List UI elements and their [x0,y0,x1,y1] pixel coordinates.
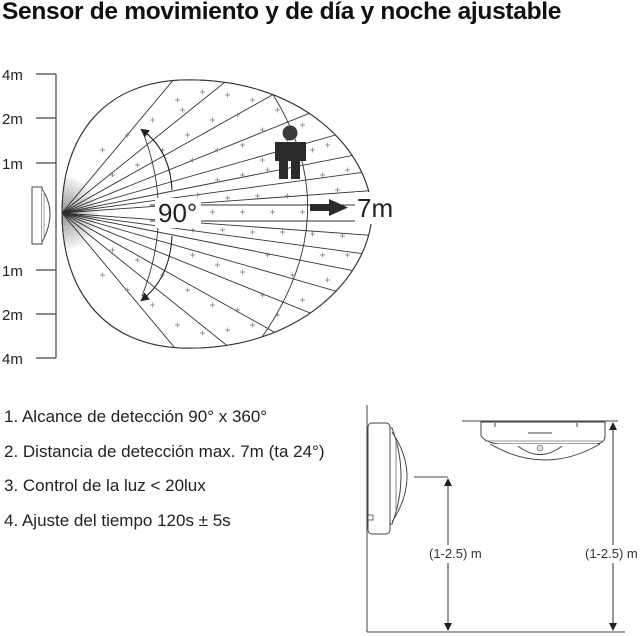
spec-item-detection-range: 1. Alcance de detección 90° x 360° [4,407,268,426]
angle-label: 90° [158,198,197,228]
detection-zone [61,79,373,349]
spec-list: 1. Alcance de detección 90° x 360° 2. Di… [4,400,325,538]
scale-label-1m-top: 1m [2,156,23,173]
angle-indicator: 90° [140,128,201,302]
scale-label-4m-top: 4m [2,67,23,84]
spec-item-detection-distance: 2. Distancia de detección max. 7m (ta 24… [4,441,325,461]
spec-item-light-control: 3. Control de la luz < 20lux [4,476,206,495]
page-title: Sensor de movimiento y de día y noche aj… [2,0,562,25]
wall-mounted-sensor-icon [367,422,408,535]
range-label: 7m [357,193,393,223]
wall-sensor-icon [31,186,51,245]
range-arrow: 7m [310,192,400,224]
scale-label-4m-bottom: 4m [2,351,23,368]
scale-label-2m-top: 2m [2,111,23,128]
plus-pattern [100,89,360,336]
scale-label-2m-bottom: 2m [2,307,23,324]
wall-mount-height-label: (1-2.5) m [429,546,482,561]
ceiling-mount-height-label: (1-2.5) m [585,546,638,561]
spec-item-time-adjust: 4. Ajuste del tiempo 120s ± 5s [4,510,231,530]
ceiling-mounted-sensor-icon [480,421,606,461]
installation-diagram: (1-2.5) m (1-2.5) m [366,405,640,633]
person-icon [275,125,306,179]
scale-bar: 4m 2m 1m 1m 2m 4m [2,67,57,368]
scale-label-1m-bottom: 1m [2,263,23,280]
